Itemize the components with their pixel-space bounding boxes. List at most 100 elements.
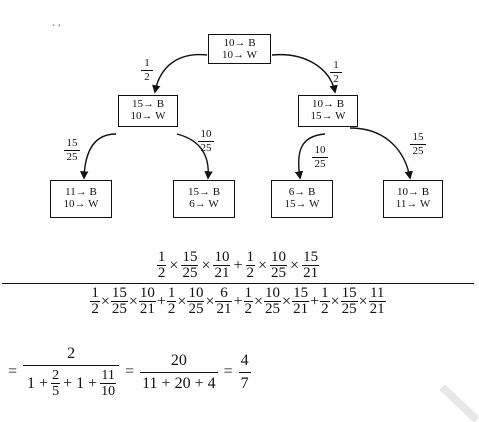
times-sign: × [330,292,340,310]
fraction-numerator: 15 [182,249,198,265]
fraction-denominator: 2 [166,301,177,317]
fraction-denominator: 25 [187,301,205,317]
node-rr-line2: 11→ W [395,198,431,210]
fraction-denominator: 25 [181,265,199,281]
node-rl-line2: 15→ W [284,198,320,210]
fraction-denominator: 21 [213,265,231,281]
fraction-denominator: 21 [302,265,320,281]
equals-sign-1: = [8,363,18,380]
fraction-denominator: 21 [292,301,310,317]
node-ll: 11→ B 10→ W [50,180,112,218]
fraction-denominator: 21 [138,301,156,317]
times-sign: × [177,292,187,310]
simplified-fraction-2: 20 11 + 20 + 4 [140,352,218,393]
plus-sign: + [310,292,320,310]
times-sign: × [358,292,368,310]
fraction-numerator: 15 [111,285,127,301]
fraction-numerator: 15 [303,249,319,265]
fraction-denominator: 5 [51,383,61,399]
times-sign: × [201,256,211,274]
arrow-root-right [271,53,338,94]
fraction-numerator: 1 [244,285,253,301]
node-lr-line2: 6→ W [189,198,219,210]
expression-text: + 1 + [63,374,98,392]
equals-sign-2: = [125,363,135,380]
times-sign: × [258,256,268,274]
node-ll-line1: 11→ B [65,186,97,198]
fraction-denominator: 2 [245,265,256,281]
fraction-denominator: 21 [368,301,386,317]
arrow-root-left [152,53,208,94]
times-sign: × [205,292,215,310]
fraction-numerator: 2 [52,368,60,383]
node-left-line1: 15→ B [131,98,165,110]
node-root-line2: 10→ W [222,49,257,61]
node-left-line2: 10→ W [130,110,166,122]
watermark-mark [440,385,479,422]
final-answer: 4 7 [238,352,251,393]
times-sign: × [169,256,179,274]
node-ll-line2: 10→ W [63,198,99,210]
fraction-numerator: 1 [157,249,166,265]
node-rl: 6→ B 15→ W [271,180,333,218]
plus-sign: + [156,292,166,310]
arrow-right-left [294,133,326,180]
node-root: 10→ B 10→ W [208,34,271,64]
simplified-numerator-1: 2 [67,345,76,362]
fraction-numerator: 10 [214,249,230,265]
fraction-numerator: 10 [265,285,281,301]
node-right: 10→ B 15→ W [298,95,358,127]
equals-sign-3: = [223,363,233,380]
node-rr-line1: 10→ B [396,186,430,198]
fraction-numerator: 1 [246,249,255,265]
node-right-line2: 15→ W [310,110,346,122]
arrow-left-left [80,133,117,180]
arrow-right-right [349,127,413,180]
tree-arrows [80,53,413,180]
times-sign: × [290,256,300,274]
fraction-denominator: 2 [90,301,100,317]
node-left: 15→ B 10→ W [118,95,178,127]
fraction-numerator: 15 [293,285,309,301]
arrow-left-right [176,133,213,180]
expression-text: 1 + [27,374,49,392]
simplified-denominator-2: 11 + 20 + 4 [140,371,218,393]
plus-sign: + [233,256,243,274]
fraction-numerator: 1 [167,285,176,301]
fraction-numerator: 10 [188,285,204,301]
fraction-denominator: 10 [100,383,117,399]
fraction-denominator: 25 [264,301,282,317]
fraction-denominator: 2 [156,265,167,281]
times-sign: × [282,292,292,310]
node-rr: 10→ B 11→ W [383,180,443,218]
final-answer-denominator: 7 [238,371,251,393]
fraction-numerator: 11 [369,285,385,301]
fraction-numerator: 10 [139,285,155,301]
